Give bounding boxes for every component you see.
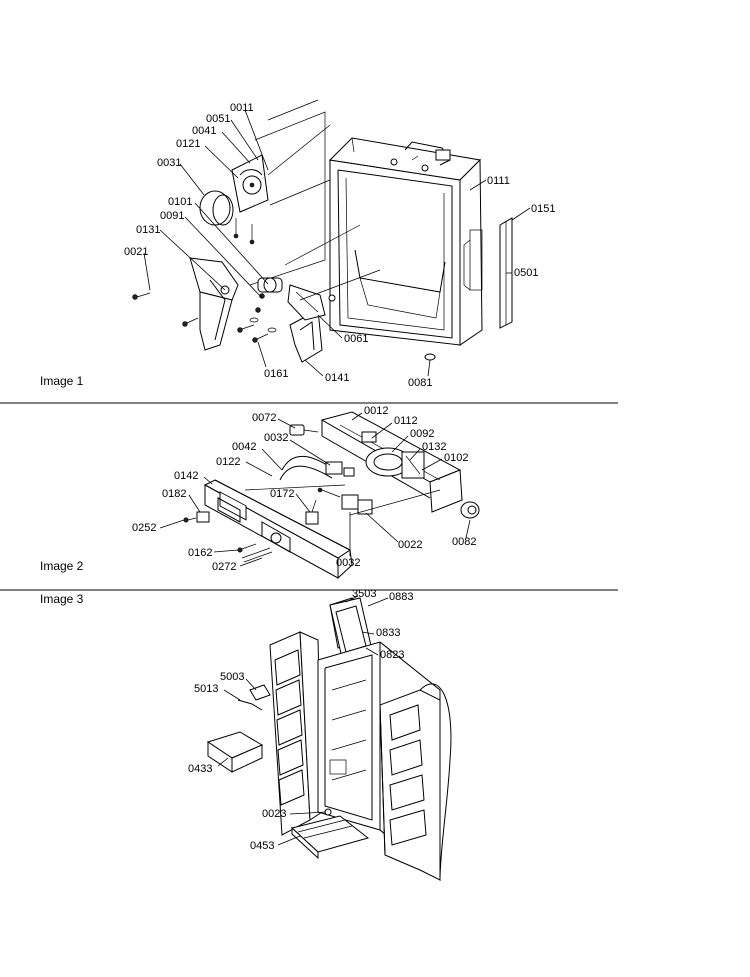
- part-label: 0032: [264, 432, 288, 444]
- section-label-image-3: Image 3: [40, 592, 84, 606]
- part-label: 0041: [192, 125, 216, 137]
- image-2-callouts: 0072 0012 0112 0032 0092 0042 0132 0122 …: [132, 405, 476, 573]
- section-label-image-2: Image 2: [40, 559, 84, 573]
- part-label: 0272: [212, 561, 236, 573]
- part-label: 0823: [380, 649, 404, 661]
- image-1-leaders: [143, 109, 531, 377]
- part-label: 3503: [352, 588, 376, 600]
- part-label: 0091: [160, 210, 184, 222]
- part-label: 0252: [132, 522, 156, 534]
- part-label: 0833: [376, 627, 400, 639]
- part-label: 0142: [174, 470, 198, 482]
- part-label: 0122: [216, 456, 240, 468]
- part-label: 0072: [252, 412, 276, 424]
- part-label: 0061: [344, 333, 368, 345]
- part-label: 0141: [325, 372, 349, 384]
- section-label-image-1: Image 1: [40, 374, 84, 388]
- part-label: 0132: [422, 441, 446, 453]
- part-label: 0102: [444, 452, 468, 464]
- image-3-drawing: [206, 597, 452, 882]
- part-label: 0162: [188, 547, 212, 559]
- part-label: 0101: [168, 196, 192, 208]
- image-1-drawing: [132, 99, 513, 363]
- part-label: 0082: [452, 536, 476, 548]
- part-label: 0111: [487, 175, 510, 187]
- part-label: 0501: [514, 267, 538, 279]
- part-label: 0031: [157, 157, 181, 169]
- part-label: 0131: [136, 224, 160, 236]
- image-1-callouts: 0011 0051 0041 0121 0031 0101 0091 0131 …: [124, 102, 555, 389]
- part-label: 0151: [531, 203, 555, 215]
- part-label: 0112: [394, 415, 418, 427]
- part-label: 0032: [336, 557, 360, 569]
- part-label: 0051: [206, 113, 230, 125]
- part-label: 0883: [389, 591, 413, 603]
- image-2-leaders: [159, 412, 471, 567]
- image-3-callouts: 3503 0883 0833 0823 5003 5013 0433 0023 …: [188, 588, 413, 852]
- part-label: 0042: [232, 441, 256, 453]
- part-label: 5003: [220, 671, 244, 683]
- part-label: 0161: [264, 368, 288, 380]
- part-label: 0021: [124, 246, 148, 258]
- part-label: 0172: [270, 488, 294, 500]
- part-label: 0011: [230, 102, 254, 114]
- part-label: 5013: [194, 683, 218, 695]
- part-label: 0092: [410, 428, 434, 440]
- part-label: 0182: [162, 488, 186, 500]
- part-label: 0022: [398, 539, 422, 551]
- part-label: 0081: [408, 377, 432, 389]
- part-label: 0121: [176, 138, 200, 150]
- image-3-leaders: [217, 595, 389, 846]
- part-label: 0433: [188, 763, 212, 775]
- part-label: 0012: [364, 405, 388, 417]
- part-label: 0453: [250, 840, 274, 852]
- image-2-drawing: [183, 411, 480, 579]
- part-label: 0023: [262, 808, 286, 820]
